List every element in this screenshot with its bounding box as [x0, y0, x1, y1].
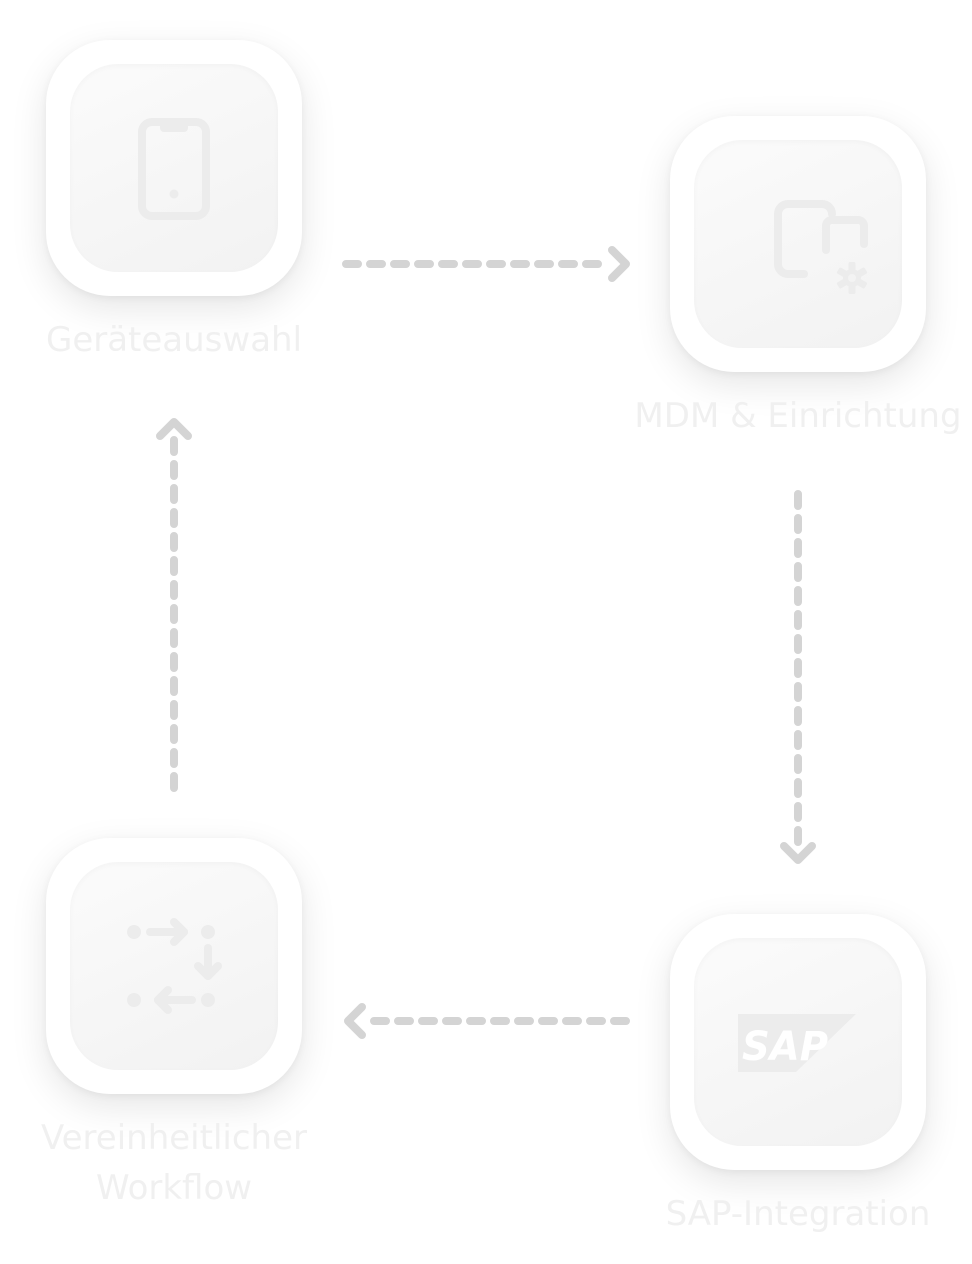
- device-settings-icon: [774, 200, 868, 294]
- node-device-selection: [46, 40, 302, 296]
- label-device-selection: Geräteauswahl: [45, 320, 303, 360]
- label-unified-workflow-line1: Vereinheitlicher: [41, 1118, 307, 1158]
- arrow-sap-to-workflow: [344, 1003, 630, 1039]
- node-device-selection-inner: [70, 64, 278, 272]
- node-unified-workflow: [46, 838, 302, 1094]
- node-mdm-setup-inner: [694, 140, 902, 348]
- node-sap-integration: SAP: [670, 914, 926, 1170]
- arrow-workflow-to-device: [156, 418, 192, 792]
- node-sap-integration-inner: SAP: [694, 938, 902, 1146]
- arrow-device-to-mdm: [342, 246, 630, 282]
- label-mdm-setup: MDM & Einrichtung: [634, 396, 962, 436]
- node-unified-workflow-inner: [70, 862, 278, 1070]
- label-unified-workflow-line2: Workflow: [95, 1168, 253, 1208]
- node-mdm-setup: [670, 116, 926, 372]
- label-sap-integration: SAP-Integration: [665, 1194, 931, 1234]
- sap-logo-icon: SAP: [738, 1014, 856, 1072]
- workflow-icon: [127, 918, 222, 1014]
- arrow-mdm-to-sap: [780, 490, 816, 864]
- sap-logo-text: SAP: [742, 1024, 828, 1070]
- smartphone-icon: [138, 118, 210, 220]
